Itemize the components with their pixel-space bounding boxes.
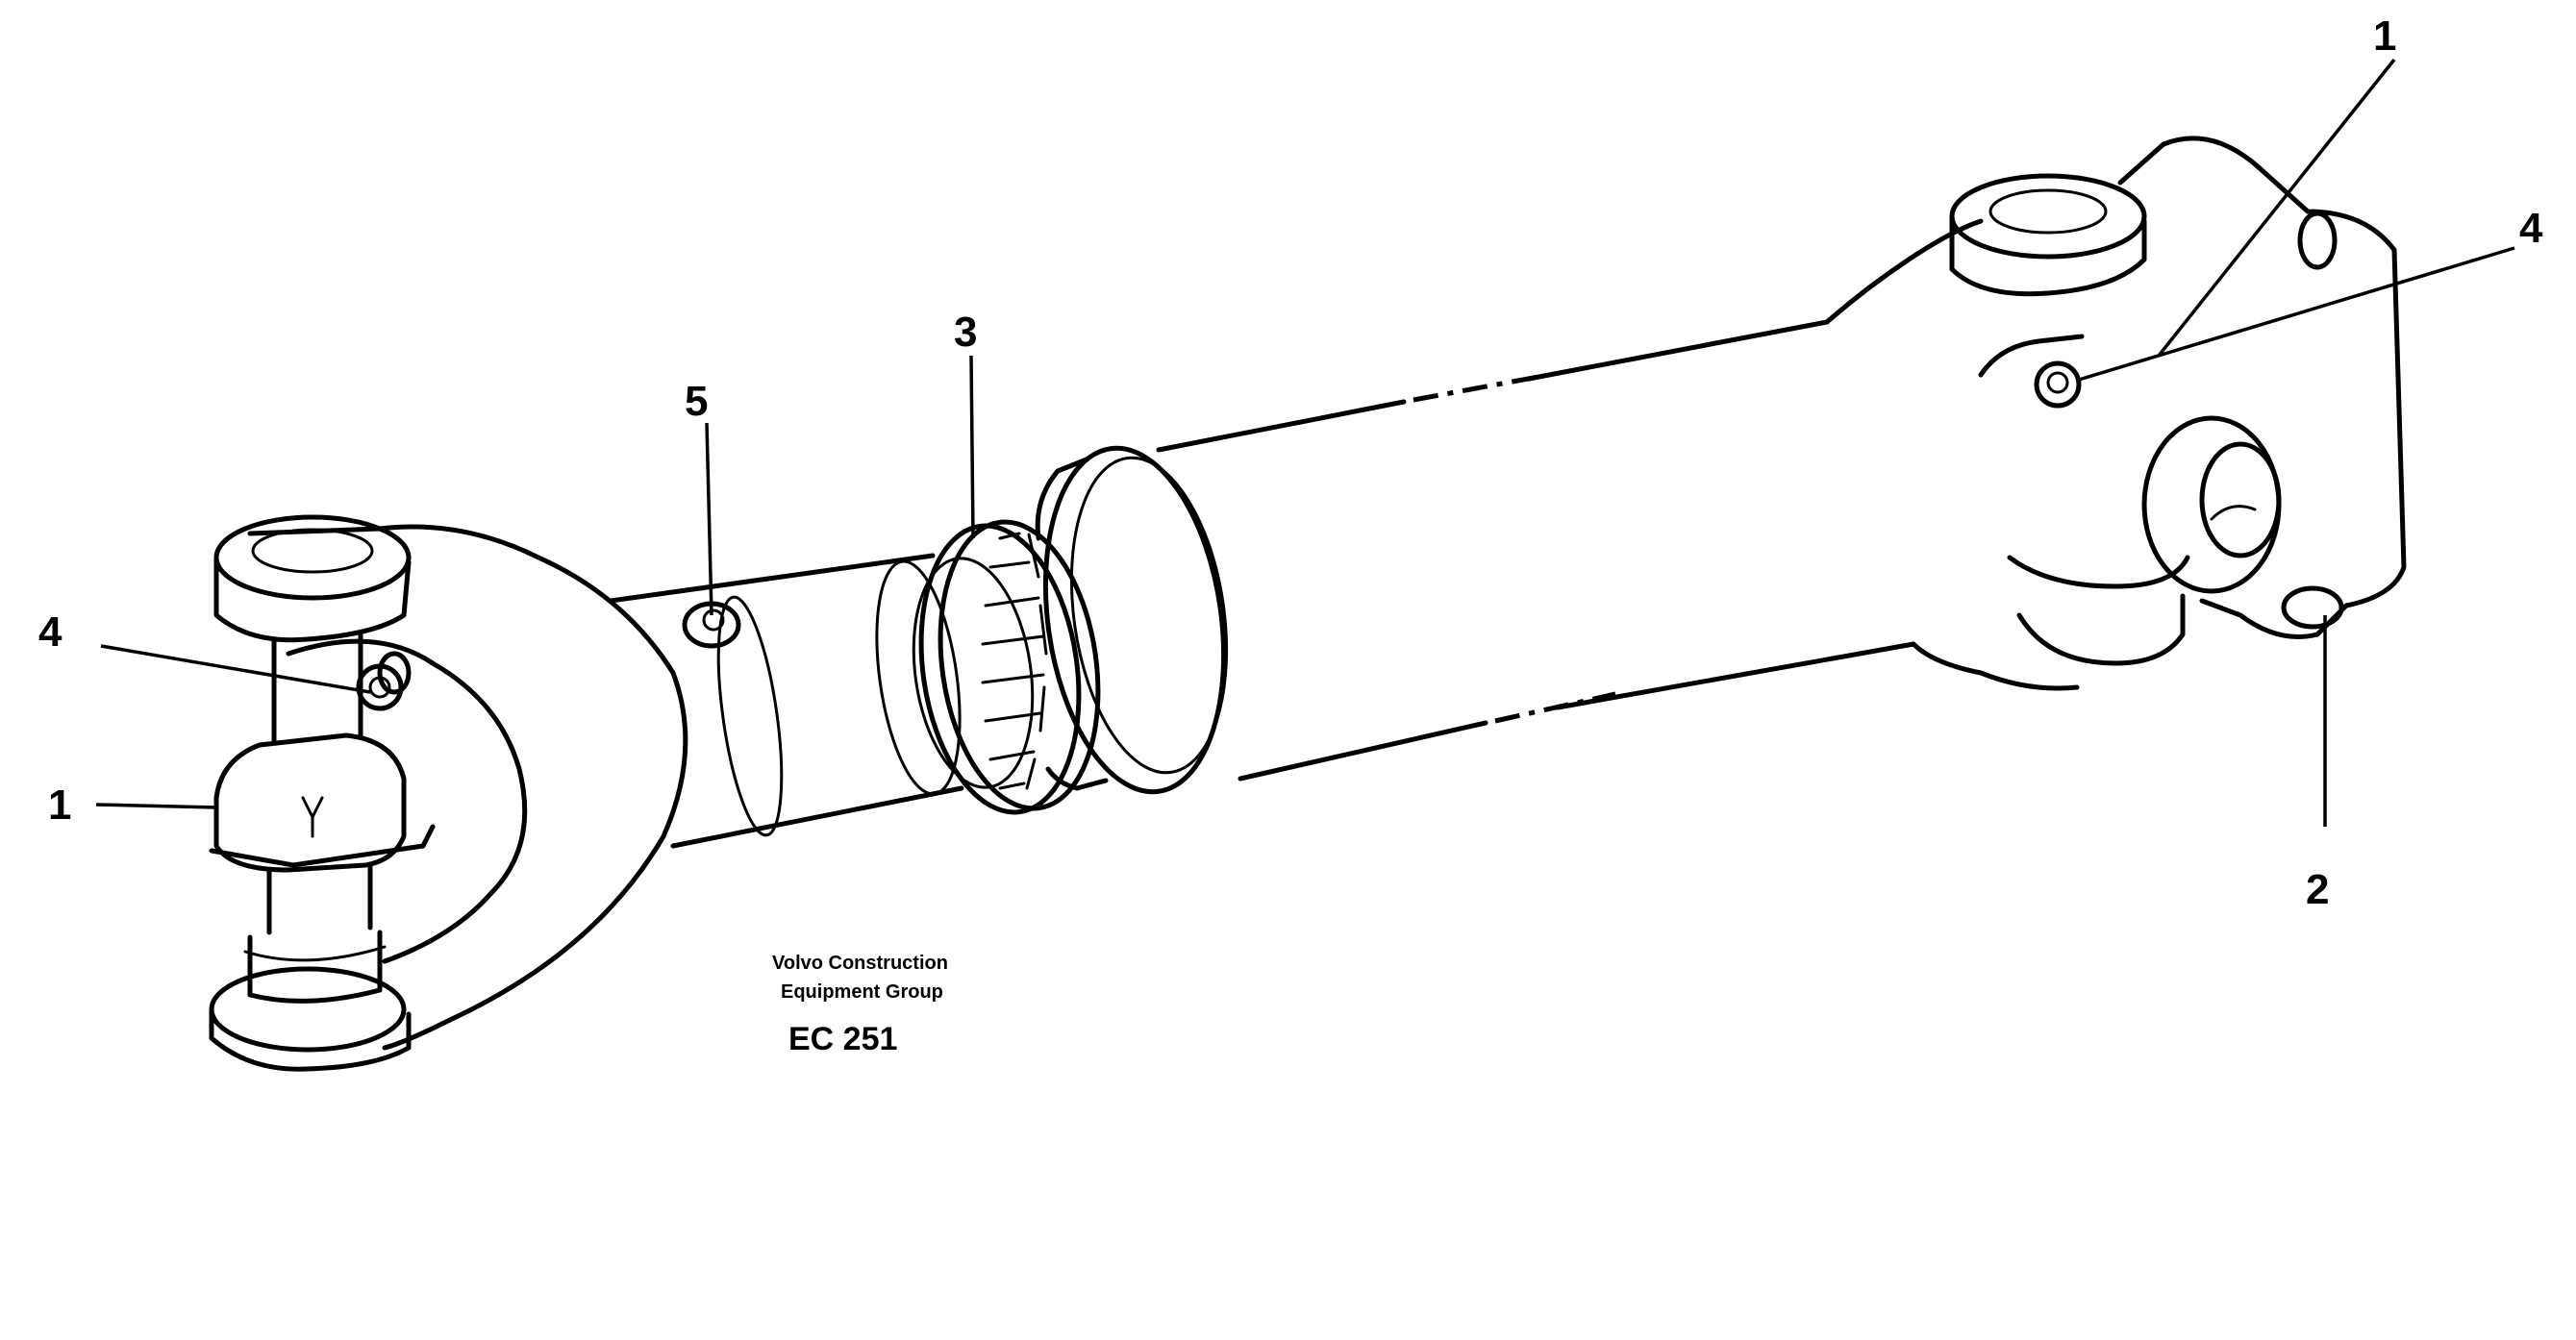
callout-4-right: 4 [2519,205,2543,252]
callout-5: 5 [685,378,708,425]
shaft-tube [1156,319,1916,782]
callout-1-right: 1 [2373,12,2396,60]
drawing-code: EC 251 [788,1021,897,1057]
credit-line-1: Volvo Construction [772,953,948,974]
credit-line-2: Equipment Group [781,981,943,1003]
callout-3: 3 [954,309,977,356]
left-universal-joint [209,632,436,935]
slip-joint-nut [912,519,1101,815]
leader-lines [95,58,2515,827]
right-yoke [1824,173,2190,691]
callout-4-left: 4 [38,608,63,656]
left-yoke [209,514,688,1072]
tube-end-cap [1035,445,1229,795]
companion-flange [2117,136,2407,639]
sliding-sleeve [608,553,964,849]
callout-1-left: 1 [48,782,71,829]
grease-nipple-right [2034,360,2082,409]
callout-2: 2 [2306,866,2329,913]
